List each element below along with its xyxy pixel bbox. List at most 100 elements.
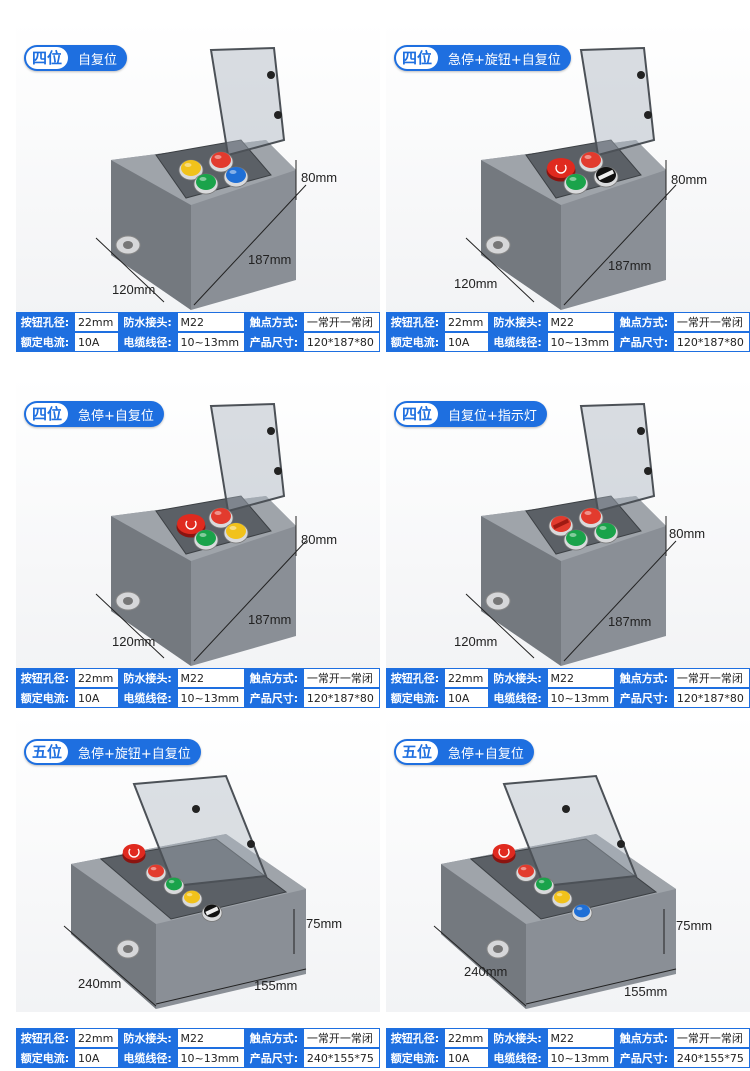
spec-label: 电缆线径:: [488, 1048, 547, 1068]
dimension-length: 187mm: [608, 258, 652, 273]
emergency-stop-symbol: [128, 848, 140, 858]
button-highlight: [168, 880, 175, 884]
spec-table: 按钮孔径: 22mm 防水接头: M22 触点方式: 一常开一常闭 额定电流: …: [16, 312, 380, 352]
emergency-stop-symbol: [555, 164, 567, 174]
spec-value: 22mm: [443, 1028, 489, 1048]
dimension-width: 120mm: [454, 634, 498, 649]
button-plate: [469, 838, 658, 920]
cable-gland-hole: [123, 241, 133, 249]
green-push-button: [536, 877, 552, 891]
green-push-button: [566, 530, 586, 546]
spec-value: 22mm: [443, 312, 489, 332]
dimension-length: 187mm: [608, 614, 652, 629]
dimension-height: 80mm: [301, 170, 338, 185]
spec-label: 按钮孔径:: [16, 1028, 74, 1048]
spec-table: 按钮孔径: 22mm 防水接头: M22 触点方式: 一常开一常闭 额定电流: …: [16, 668, 380, 708]
spec-label: 触点方式:: [614, 1028, 673, 1048]
badge-position-count: 四位: [26, 403, 69, 425]
dimension-width: 120mm: [112, 634, 156, 649]
yellow-push-button: [554, 890, 570, 904]
spec-value: 10A: [443, 688, 489, 708]
spec-label: 触点方式:: [244, 312, 303, 332]
length-dimension-line: [563, 184, 677, 306]
spec-value: M22: [546, 668, 615, 688]
dimension-length: 187mm: [248, 252, 292, 267]
button-highlight: [520, 867, 527, 871]
button-highlight: [199, 533, 207, 537]
spec-label: 额定电流:: [16, 332, 74, 352]
product-photo: [16, 376, 380, 674]
spec-label: 防水接头:: [118, 312, 177, 332]
button-highlight: [569, 533, 577, 537]
green-push-button: [196, 530, 216, 546]
badge-description: 急停+旋钮+自复位: [78, 746, 191, 762]
spec-value: 120*187*80: [302, 688, 380, 708]
spec-label: 按钮孔径:: [16, 312, 74, 332]
lid-hinge-screw: [274, 111, 282, 119]
width-dimension-line: [465, 237, 535, 303]
spec-value: 22mm: [73, 312, 119, 332]
spec-label: 按钮孔径:: [386, 1028, 444, 1048]
button-highlight: [150, 867, 157, 871]
emergency-stop-button: [492, 844, 516, 860]
enclosure-illustration: [95, 46, 307, 310]
dimension-height: 80mm: [671, 172, 708, 187]
lid-hinge-screw: [562, 805, 570, 813]
enclosure-front-face: [111, 160, 191, 310]
button-highlight: [584, 155, 592, 159]
button-highlight: [538, 880, 545, 884]
spec-label: 触点方式:: [614, 668, 673, 688]
button-highlight: [229, 526, 237, 530]
dimension-height: 75mm: [306, 916, 343, 931]
enclosure-illustration: [433, 774, 677, 1009]
spec-value: 一常开一常闭: [302, 1028, 380, 1048]
cable-gland-hole: [493, 945, 503, 953]
position-badge: 四位 自复位: [24, 45, 128, 71]
red-push-button: [581, 152, 601, 168]
spec-value: 10A: [73, 688, 119, 708]
length-dimension-line: [193, 184, 307, 306]
spec-value: 10~13mm: [176, 1048, 245, 1068]
length-dimension-line: [563, 540, 677, 662]
position-badge: 四位 自复位+指示灯: [394, 401, 547, 427]
cable-gland-hole: [123, 945, 133, 953]
cable-gland-hole: [123, 597, 133, 605]
spec-label: 电缆线径:: [488, 332, 547, 352]
spec-label: 产品尺寸:: [614, 688, 673, 708]
spec-value: 一常开一常闭: [672, 312, 750, 332]
blue-push-button: [226, 167, 246, 183]
product-panel-2: 四位 急停+旋钮+自复位 80mm 187mm 120mm 按钮孔径: 22mm…: [386, 20, 750, 376]
button-highlight: [184, 163, 192, 167]
spec-label: 按钮孔径:: [16, 668, 74, 688]
red-push-button: [148, 864, 164, 878]
emergency-stop-symbol: [185, 520, 197, 530]
spec-label: 防水接头:: [118, 1028, 177, 1048]
button-highlight: [556, 893, 563, 897]
product-panel-6: 五位 急停+自复位 75mm 155mm 240mm 按钮孔径: 22mm 防水…: [386, 714, 750, 1070]
button-highlight: [569, 177, 577, 181]
badge-position-count: 四位: [26, 47, 69, 69]
spec-label: 电缆线径:: [118, 688, 177, 708]
red-push-button: [211, 508, 231, 524]
width-dimension-line: [95, 593, 165, 659]
spec-label: 电缆线径:: [488, 688, 547, 708]
spec-label: 电缆线径:: [118, 332, 177, 352]
spec-value: M22: [176, 668, 245, 688]
spec-value: M22: [546, 312, 615, 332]
transparent-lid: [209, 46, 286, 157]
selector-knob-bar: [597, 169, 615, 181]
emergency-stop-button: [122, 844, 146, 860]
badge-position-count: 四位: [396, 403, 439, 425]
transparent-lid: [209, 402, 286, 513]
product-photo: [16, 714, 380, 1012]
badge-description: 自复位+指示灯: [448, 408, 537, 424]
spec-value: 22mm: [73, 668, 119, 688]
spec-table: 按钮孔径: 22mm 防水接头: M22 触点方式: 一常开一常闭 额定电流: …: [386, 312, 750, 352]
green-push-button: [566, 174, 586, 190]
length-dimension-line: [155, 968, 307, 1005]
spec-label: 触点方式:: [244, 668, 303, 688]
lid-hinge-screw: [192, 805, 200, 813]
spec-label: 按钮孔径:: [386, 312, 444, 332]
spec-value: M22: [176, 312, 245, 332]
red-push-button: [211, 152, 231, 168]
